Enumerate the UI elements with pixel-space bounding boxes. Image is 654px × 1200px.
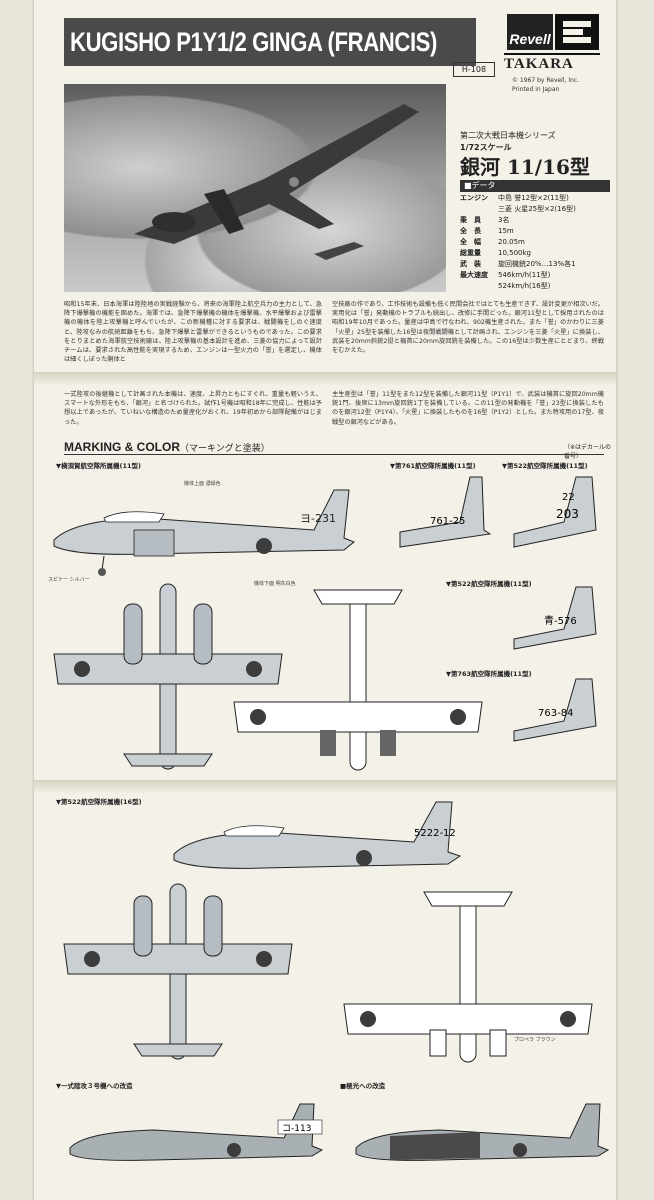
history-text-col1b: 一式陸攻の後継機として計画された本機は、速度、上昇力ともにすぐれ、重量も軽いうえ… xyxy=(64,391,322,426)
label-upper: 機体上面 濃緑色 xyxy=(184,481,221,487)
spec-row: 三菱 火星25型×2(16型) xyxy=(498,205,576,213)
fold-line xyxy=(34,780,616,794)
label-lower: 機体下面 明灰白色 xyxy=(254,581,296,587)
takara-e-logo-icon xyxy=(555,14,599,50)
top-view-aircraft-16 xyxy=(63,883,293,1060)
svg-text:5222-12: 5222-12 xyxy=(414,828,456,839)
bottom-view-aircraft-16 xyxy=(343,891,593,1063)
caption-522a: ▼第522航空隊所属機(11型) xyxy=(502,462,588,470)
aircraft-photo-icon xyxy=(134,104,419,260)
caption-yokosuka: ▼横須賀航空隊所属機(11型) xyxy=(56,462,141,470)
tail-view-522b: 青-576 xyxy=(513,586,597,650)
caption-kyokko: ■極光への改造 xyxy=(340,1082,386,1090)
svg-text:761-25: 761-25 xyxy=(430,516,465,527)
kit-number: H-108 xyxy=(453,62,495,77)
takara-logo: TAKARA xyxy=(504,53,600,73)
caption-522b: ▼第522航空隊所属機(11型) xyxy=(446,580,532,588)
page-title: KUGISHO P1Y1/2 GINGA (FRANCIS) xyxy=(70,27,438,57)
side-view-rikko-conversion: コ-113 xyxy=(69,1103,324,1161)
spec-row: 武 装旋回機銃20%…13%各1 xyxy=(460,260,576,268)
scale-label: 1/72スケール xyxy=(460,143,512,152)
tail-code: ヨ-231 xyxy=(300,512,336,525)
history-text-col2: 空技廠の作であり、工作技術も設備も低く民間会社ではとても生産できず、設計変更が相… xyxy=(332,301,604,355)
decal-note: （※はデカールの番号） xyxy=(564,444,612,460)
caption-rikko: ▼一式陸攻３号機への改造 xyxy=(56,1082,133,1090)
svg-text:22: 22 xyxy=(562,492,575,503)
caption-522-16: ▼第522航空隊所属機(16型) xyxy=(56,798,142,806)
label-spinner: スピナー シルバー xyxy=(48,577,90,583)
tail-view-761: 761-25 xyxy=(399,476,492,548)
spec-row: 524km/h(16型) xyxy=(498,282,551,290)
fold-line xyxy=(34,372,616,386)
svg-text:青-576: 青-576 xyxy=(544,614,577,627)
model-title: 銀河 11/16型 xyxy=(460,155,590,179)
revell-logo: Revell xyxy=(507,14,553,50)
spec-row: エンジン中島 誉12型×2(11型) xyxy=(460,194,569,202)
top-view-aircraft xyxy=(53,583,283,770)
svg-text:203: 203 xyxy=(556,507,579,521)
side-view-aircraft: ヨ-231 xyxy=(53,489,355,576)
box-art-photo xyxy=(64,84,446,292)
history-text-col2b: 主生産型は「誉」11型をまた12型を装備した銀河11型（P1Y1）で、武装は機首… xyxy=(332,391,604,426)
marking-title: MARKING & COLOR（マーキングと塗装） xyxy=(64,440,270,454)
caption-763: ▼第763航空隊所属機(11型) xyxy=(446,670,532,678)
side-view-kyokko-conversion xyxy=(355,1103,610,1161)
divider xyxy=(64,454,604,455)
history-text-col1: 昭和15年末、日本海軍は陸陸地の実戦経験から、将来の海軍陸上航空兵力の主力として… xyxy=(64,301,322,364)
caption-761: ▼第761航空隊所属機(11型) xyxy=(390,462,476,470)
data-heading: ■データ xyxy=(460,180,610,192)
series-title: 第二次大戦日本機シリーズ xyxy=(460,131,556,140)
tail-view-522a: 22 203 xyxy=(513,476,597,548)
label-prop: プロペラ ブラウン xyxy=(514,1037,556,1043)
instruction-sheet: KUGISHO P1Y1/2 GINGA (FRANCIS) H-108 Rev… xyxy=(34,0,616,1200)
bottom-view-aircraft xyxy=(233,589,483,771)
svg-text:763-84: 763-84 xyxy=(538,708,573,719)
tail-view-763: 763-84 xyxy=(513,678,597,742)
side-view-aircraft-16: 5222-12 xyxy=(173,801,462,869)
title-band xyxy=(64,18,476,66)
svg-text:コ-113: コ-113 xyxy=(282,1124,311,1134)
copyright: © 1967 by Revell, Inc. Printed in Japan xyxy=(512,77,580,93)
